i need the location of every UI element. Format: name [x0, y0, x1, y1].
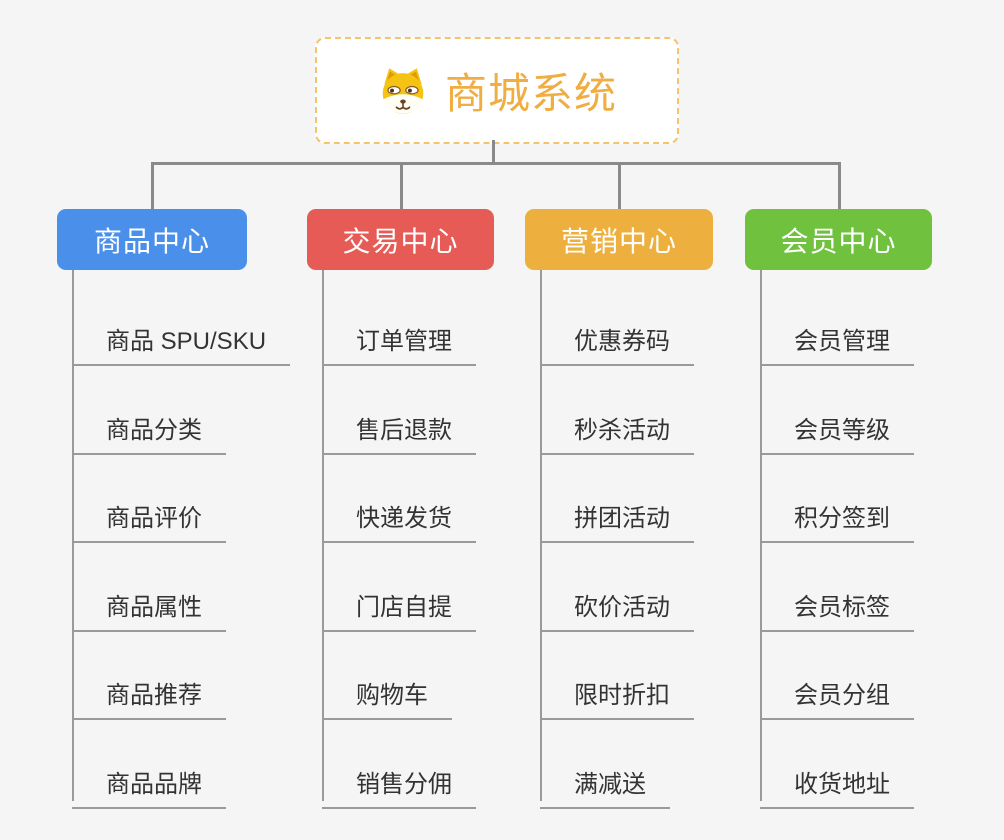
child-node-label: 商品属性: [106, 594, 202, 621]
child-node[interactable]: 快递发货: [322, 483, 476, 543]
child-node-label: 会员管理: [794, 328, 890, 355]
child-node[interactable]: 限时折扣: [540, 660, 694, 720]
child-node-label: 会员标签: [794, 594, 890, 621]
child-node[interactable]: 商品品牌: [72, 749, 226, 809]
branch-node-label: 会员中心: [780, 225, 897, 257]
child-node-label: 积分签到: [794, 505, 890, 532]
dog-face-icon: [377, 65, 429, 117]
child-node-label: 商品品牌: [106, 771, 202, 798]
child-node[interactable]: 会员等级: [760, 395, 914, 455]
connector-bus: [151, 162, 840, 165]
child-node-label: 商品评价: [106, 505, 202, 532]
branch-node-3[interactable]: 营销中心: [525, 209, 713, 270]
child-node[interactable]: 砍价活动: [540, 572, 694, 632]
child-node[interactable]: 会员分组: [760, 660, 914, 720]
child-node-label: 售后退款: [356, 417, 452, 444]
child-node-label: 满减送: [574, 771, 646, 798]
child-node[interactable]: 商品分类: [72, 395, 226, 455]
child-node[interactable]: 门店自提: [322, 572, 476, 632]
branch-node-2[interactable]: 交易中心: [307, 209, 494, 270]
child-node[interactable]: 秒杀活动: [540, 395, 694, 455]
child-node-label: 商品 SPU/SKU: [106, 328, 267, 355]
branch-node-4[interactable]: 会员中心: [745, 209, 932, 270]
child-node-label: 会员分组: [794, 682, 890, 709]
root-node-label: 商城系统: [444, 70, 617, 117]
branch-node-label: 营销中心: [560, 225, 677, 257]
child-node[interactable]: 商品属性: [72, 572, 226, 632]
child-node-label: 优惠券码: [574, 328, 670, 355]
child-node[interactable]: 商品推荐: [72, 660, 226, 720]
child-node[interactable]: 商品 SPU/SKU: [72, 306, 291, 366]
child-node-label: 快递发货: [356, 505, 452, 532]
branch-node-1[interactable]: 商品中心: [57, 209, 247, 270]
child-node-label: 订单管理: [356, 328, 452, 355]
child-node[interactable]: 收货地址: [760, 749, 914, 809]
child-node[interactable]: 会员管理: [760, 306, 914, 366]
root-node[interactable]: 商城系统: [315, 37, 679, 144]
child-node[interactable]: 优惠券码: [540, 306, 694, 366]
connector-branch-drop: [151, 162, 154, 211]
child-node-label: 商品推荐: [106, 682, 202, 709]
child-node[interactable]: 销售分佣: [322, 749, 476, 809]
connector-root-stub: [492, 140, 495, 165]
child-node-label: 秒杀活动: [574, 417, 670, 444]
child-node-label: 会员等级: [794, 417, 890, 444]
connector-branch-spine: [760, 270, 762, 801]
connector-branch-spine: [322, 270, 324, 801]
connector-branch-drop: [618, 162, 621, 211]
connector-branch-spine: [72, 270, 74, 801]
child-node[interactable]: 商品评价: [72, 483, 226, 543]
child-node-label: 砍价活动: [574, 594, 670, 621]
branch-node-label: 交易中心: [342, 225, 459, 257]
child-node[interactable]: 会员标签: [760, 572, 914, 632]
child-node[interactable]: 满减送: [540, 749, 670, 809]
child-node[interactable]: 购物车: [322, 660, 452, 720]
child-node-label: 限时折扣: [574, 682, 670, 709]
child-node-label: 收货地址: [794, 771, 890, 798]
child-node[interactable]: 售后退款: [322, 395, 476, 455]
connector-branch-drop: [837, 162, 841, 211]
child-node[interactable]: 拼团活动: [540, 483, 694, 543]
child-node-label: 商品分类: [106, 417, 202, 444]
child-node-label: 销售分佣: [356, 771, 452, 798]
child-node-label: 门店自提: [356, 594, 452, 621]
child-node-label: 购物车: [356, 682, 428, 709]
branch-node-label: 商品中心: [93, 225, 210, 257]
connector-branch-spine: [540, 270, 542, 801]
connector-branch-drop: [399, 162, 403, 211]
child-node-label: 拼团活动: [574, 505, 670, 532]
child-node[interactable]: 积分签到: [760, 483, 914, 543]
child-node[interactable]: 订单管理: [322, 306, 476, 366]
